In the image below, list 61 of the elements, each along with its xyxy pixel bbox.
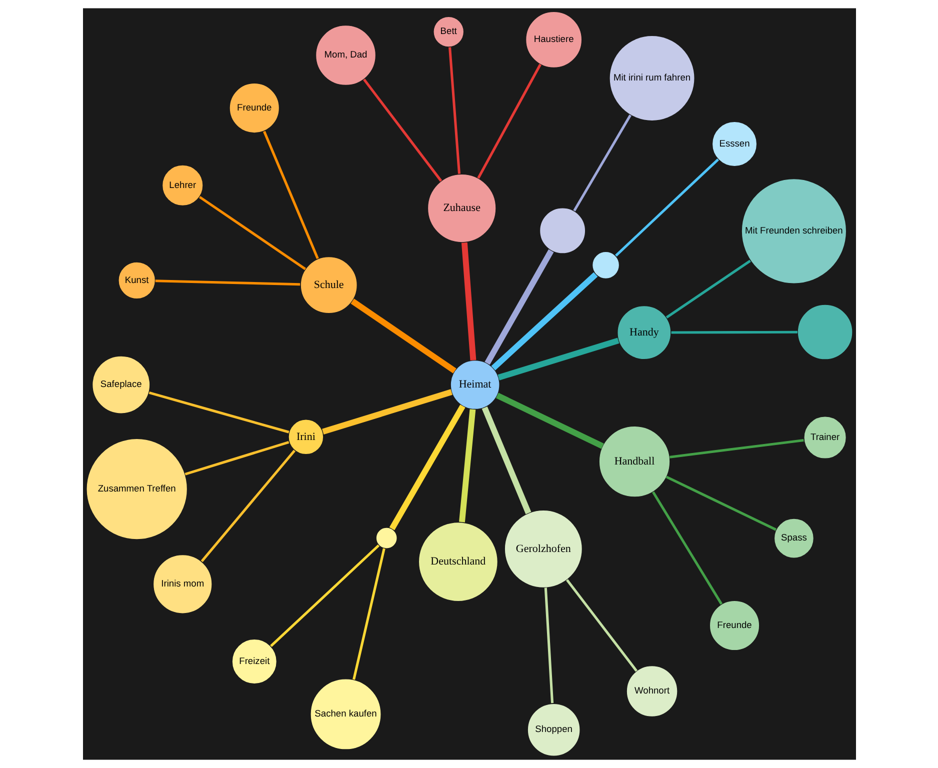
- node-circle: Zuhause: [426, 174, 496, 243]
- node-circle: Mom, Dad: [314, 24, 376, 86]
- node-circle: Deutschland: [418, 522, 498, 602]
- connector: [476, 64, 541, 179]
- connector: [350, 298, 456, 374]
- node-circle: Shoppen: [526, 703, 580, 757]
- connector: [322, 389, 452, 435]
- connector: [495, 392, 604, 449]
- node-circle: Mit Freunden schreiben: [740, 178, 846, 284]
- connector: [670, 330, 797, 334]
- connector: [481, 406, 531, 514]
- connector: [490, 272, 598, 370]
- node-circle: Safeplace: [91, 355, 150, 414]
- connector: [388, 404, 465, 530]
- node-circle: Kunst: [117, 262, 156, 300]
- connector: [448, 47, 460, 174]
- connector: [497, 338, 619, 380]
- node-circle: Bett: [432, 16, 464, 48]
- node-circle: Mit irini rum fahren: [608, 35, 695, 122]
- connector: [665, 476, 776, 531]
- node-circle: Sachen kaufen: [309, 678, 382, 750]
- connector: [544, 588, 554, 704]
- connector: [352, 548, 385, 680]
- connector: [362, 78, 442, 182]
- node-circle: Schule: [300, 256, 358, 314]
- connector: [148, 391, 289, 434]
- connector: [262, 130, 318, 260]
- node-circle: Irinis mom: [152, 554, 212, 614]
- node-circle: Freunde: [708, 600, 760, 651]
- node-circle: Irini: [288, 418, 324, 455]
- node-circle: Trainer: [802, 416, 846, 460]
- connector: [270, 544, 380, 647]
- node-circle: Freizeit: [231, 638, 277, 684]
- node-circle: Gerolzhofen: [504, 510, 582, 588]
- connector: [572, 114, 631, 212]
- node-circle: Lehrer: [161, 164, 203, 206]
- connector: [184, 441, 289, 476]
- connector: [458, 409, 476, 522]
- node-circle: Handy: [616, 305, 671, 360]
- connector: [484, 249, 554, 365]
- node-circle: Spass: [773, 518, 814, 559]
- connector: [614, 158, 719, 257]
- connector: [665, 260, 750, 318]
- node-circle: [796, 304, 853, 360]
- connector: [652, 491, 722, 605]
- node-circle: Zusammen Treffen: [85, 438, 188, 540]
- node-circle: [375, 527, 398, 550]
- node-circle: [591, 251, 620, 280]
- node-circle: Heimat: [450, 360, 500, 410]
- connector: [200, 450, 296, 562]
- node-circle: Wohnort: [626, 665, 678, 718]
- connector: [565, 579, 638, 672]
- connector: [669, 438, 804, 458]
- node-circle: Haustiere: [524, 11, 582, 68]
- node-circle: Freunde: [228, 82, 280, 134]
- node-circle: Esssen: [711, 121, 757, 167]
- connector: [198, 196, 306, 270]
- connector: [460, 242, 476, 360]
- node-circle: [538, 207, 586, 254]
- node-circle: Handball: [598, 426, 670, 498]
- connector: [154, 280, 300, 286]
